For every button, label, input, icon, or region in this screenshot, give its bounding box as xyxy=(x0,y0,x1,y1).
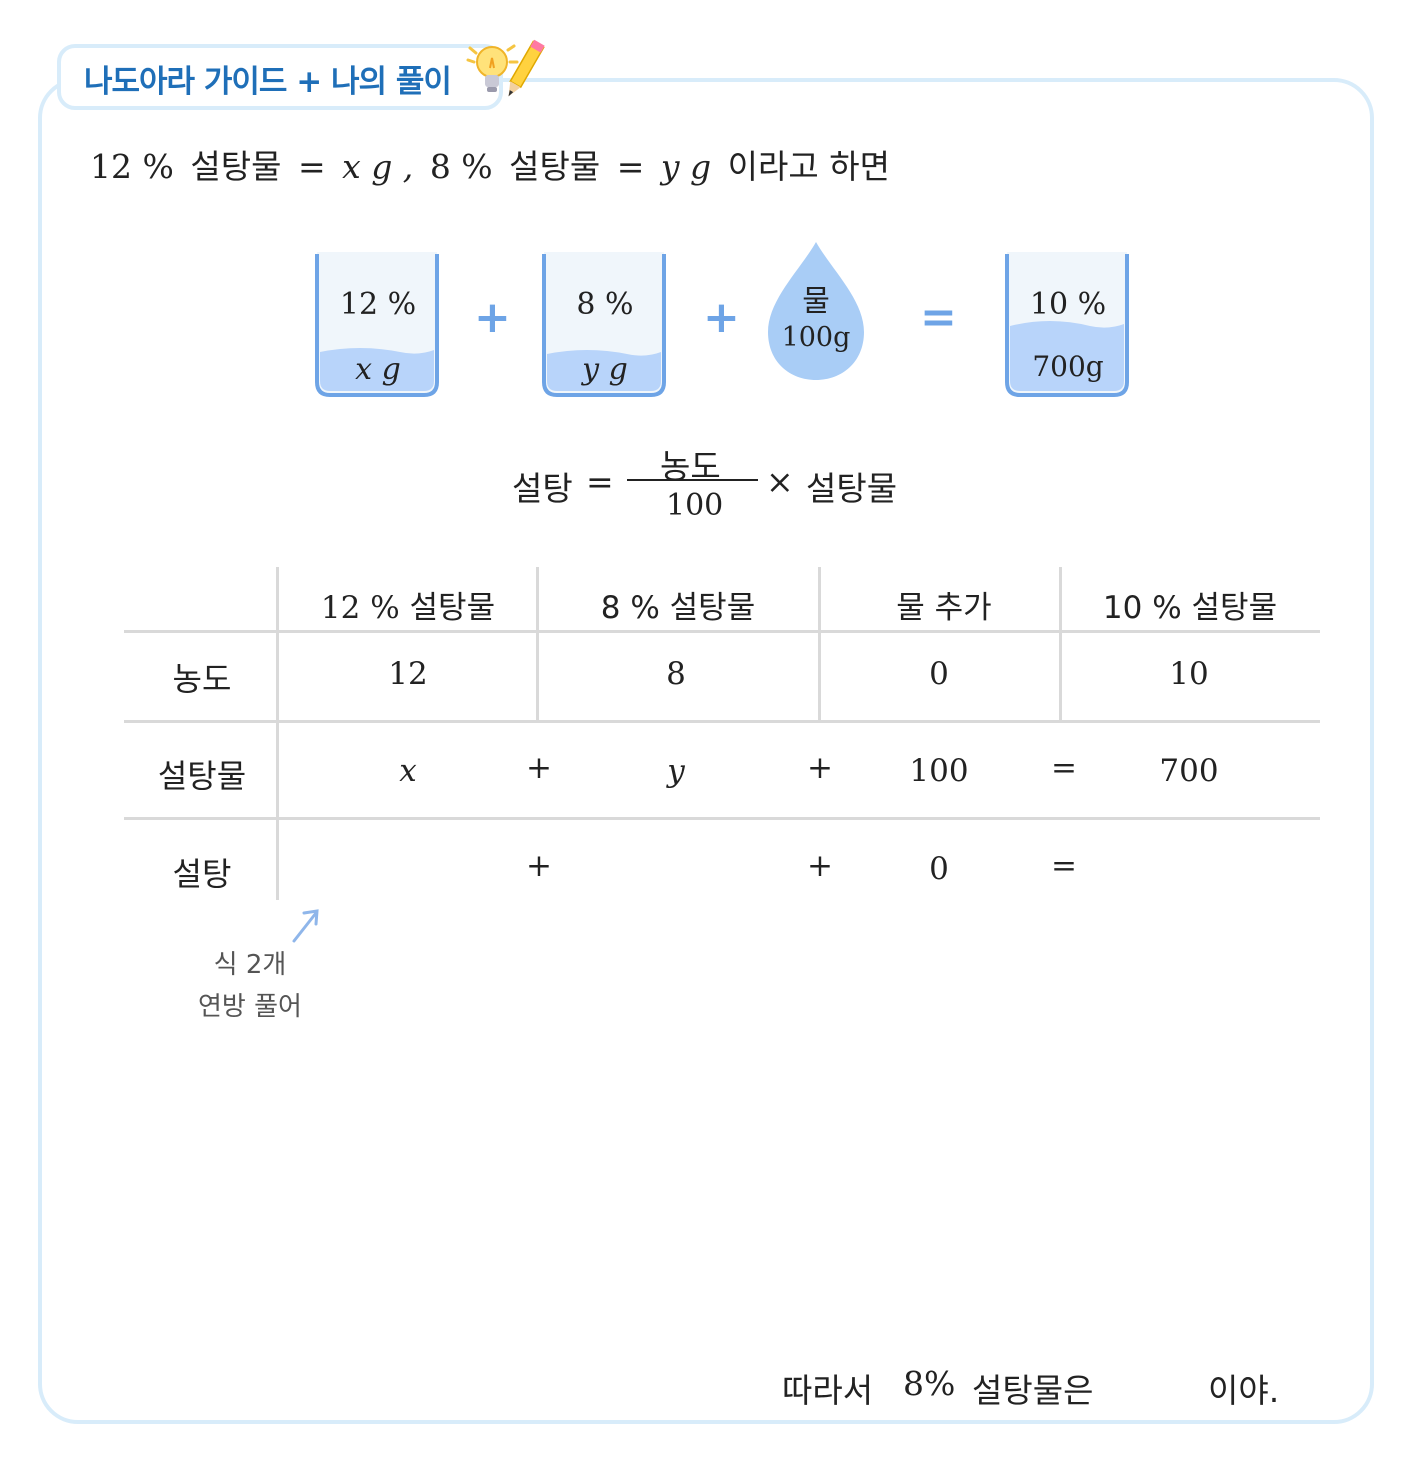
header-10-percent: 10 % 설탕물 xyxy=(1102,590,1278,626)
table-op: = xyxy=(1051,848,1077,884)
table-op: + xyxy=(807,750,833,786)
lightbulb-pencil-icon xyxy=(466,39,545,97)
drop-amount: 100g xyxy=(781,322,851,353)
table-cell: 8 xyxy=(666,656,686,692)
handwritten-note: 식 2개 연방 풀어 xyxy=(150,944,350,1028)
header-title: 나도아라 가이드 + 나의 풀이 xyxy=(84,64,452,100)
beaker-10-percent xyxy=(1005,252,1129,397)
intro-var-y: y g xyxy=(660,147,712,186)
formula-rhs: 설탕물 xyxy=(806,469,898,508)
table-cell: x xyxy=(399,753,417,789)
table-vline xyxy=(536,567,539,722)
beaker2-amount: y g xyxy=(582,352,628,387)
table-op: + xyxy=(526,750,552,786)
intro-word-1: 설탕물 xyxy=(190,147,282,186)
row-label-concentration: 농도 xyxy=(172,660,232,698)
table-cell: 0 xyxy=(929,851,949,887)
beaker3-amount: 700g xyxy=(1032,350,1104,383)
intro-word-2: 설탕물 xyxy=(509,147,601,186)
beaker-8-percent xyxy=(542,252,666,397)
header-12-percent: 12 % 설탕물 xyxy=(320,590,496,626)
table-cell: 10 xyxy=(1169,656,1209,692)
table-cell: 700 xyxy=(1159,753,1219,789)
intro-var-x: x g , xyxy=(342,147,414,186)
header-water: 물 추가 xyxy=(896,590,992,626)
equals-sign: = xyxy=(920,292,957,343)
beaker3-percent: 10 % xyxy=(1029,287,1107,322)
beaker1-amount: x g xyxy=(355,352,401,387)
table-hline xyxy=(124,817,1320,820)
beaker-12-percent xyxy=(315,252,439,397)
table-hline xyxy=(124,720,1320,723)
intro-tail: 이라고 하면 xyxy=(727,147,890,186)
intro-pct-8: 8 % xyxy=(429,147,493,186)
intro-line: 12 % 설탕물 = x g , 8 % 설탕물 = y g 이라고 하면 xyxy=(90,140,896,188)
note-line-1: 식 2개 xyxy=(213,950,287,980)
header-tab xyxy=(57,44,503,110)
formula-eq: = xyxy=(586,462,614,501)
table-cell: 100 xyxy=(909,753,969,789)
row-label-sugar-water: 설탕물 xyxy=(157,757,247,795)
table-op: + xyxy=(526,848,552,884)
header-8-percent: 8 % 설탕물 xyxy=(600,590,756,626)
table-hline xyxy=(124,630,1320,633)
conclusion-percent: 8% xyxy=(903,1364,956,1403)
formula-denominator: 100 xyxy=(666,488,724,523)
intro-eq-2: = xyxy=(616,147,645,186)
table-cell: y xyxy=(667,753,685,789)
beaker1-percent: 12 % xyxy=(339,287,417,322)
note-line-2: 연방 풀어 xyxy=(198,992,302,1022)
formula-lhs: 설탕 xyxy=(512,469,573,508)
formula-times: × xyxy=(766,462,794,501)
plus-sign-1: + xyxy=(474,292,511,343)
plus-sign-2: + xyxy=(703,292,740,343)
intro-pct-12: 12 % xyxy=(90,147,174,186)
row-label-sugar: 설탕 xyxy=(172,855,232,893)
content-frame xyxy=(38,78,1374,1424)
table-op: = xyxy=(1051,750,1077,786)
table-vline xyxy=(818,567,821,722)
beaker2-percent: 8 % xyxy=(576,287,634,322)
water-drop xyxy=(768,242,864,380)
conclusion-sugar-water: 설탕물은 xyxy=(972,1371,1094,1410)
table-vline xyxy=(276,567,279,900)
conclusion-ending: 이야. xyxy=(1208,1371,1280,1410)
table-vline xyxy=(1059,567,1062,722)
table-cell: 12 xyxy=(388,656,428,692)
drop-label: 물 xyxy=(802,284,830,319)
conclusion-therefore: 따라서 xyxy=(782,1371,874,1410)
table-cell: 0 xyxy=(929,656,949,692)
table-op: + xyxy=(807,848,833,884)
fraction-bar xyxy=(627,479,758,481)
arrow-up-right-icon xyxy=(292,909,319,943)
mixing-diagram xyxy=(315,242,1129,397)
intro-eq-1: = xyxy=(297,147,326,186)
